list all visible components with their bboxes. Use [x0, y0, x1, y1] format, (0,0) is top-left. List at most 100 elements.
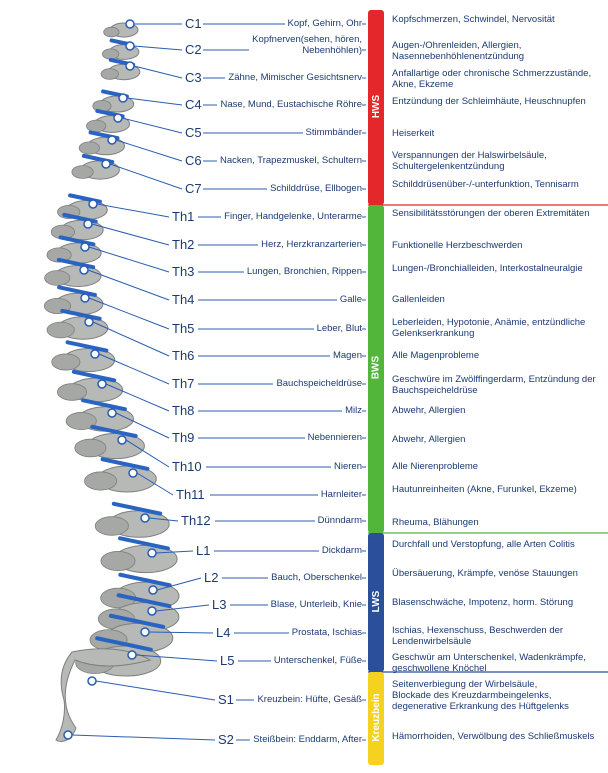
symptom-text: Funktionelle Herzbeschwerden	[392, 240, 523, 251]
vertebra-code: Th6	[172, 348, 195, 363]
leader-line	[148, 631, 214, 634]
vertebra-code: Th12	[181, 513, 211, 528]
vertebra-code: S1	[218, 692, 234, 707]
vertebra-marker	[118, 93, 128, 103]
symptom-text: Sensibilitätsstörungen der oberen Extrem…	[392, 208, 590, 219]
vertebra-code: Th8	[172, 403, 195, 418]
organ-label: Zähne, Mimischer Gesichtsnerv	[225, 72, 362, 83]
organ-label: Finger, Handgelenke, Unterarme	[221, 211, 362, 222]
vertebra-code: Th7	[172, 376, 195, 391]
leader-line	[115, 412, 170, 439]
symptom-text: Lungen-/Bronchialleiden, Interkostalneur…	[392, 263, 583, 274]
vertebra-body	[51, 347, 116, 373]
symptom-text: Verspannungen der Halswirbelsäule, Schul…	[392, 150, 547, 172]
leader-line	[92, 321, 170, 357]
vertebra-marker	[125, 41, 135, 51]
organ-label: Herz, Herzkranzarterien	[258, 239, 362, 250]
intervertebral-disc	[116, 593, 172, 609]
symptom-text: Entzündung der Schleimhäute, Heuschnupfe…	[392, 96, 586, 107]
organ-label: Nacken, Trapezmuskel, Schultern	[216, 155, 362, 166]
leader-line	[148, 517, 179, 522]
organ-label: Magen	[329, 350, 362, 361]
symptom-text: Hautunreinheiten (Akne, Furunkel, Ekzeme…	[392, 484, 577, 495]
vertebra-code: Th4	[172, 292, 195, 307]
vertebra-marker	[148, 585, 158, 595]
vertebra-marker	[125, 61, 135, 71]
vertebra-marker	[140, 627, 150, 637]
organ-label: Stimmbänder	[302, 127, 362, 138]
organ-label: Lungen, Bronchien, Rippen	[243, 266, 362, 277]
intervertebral-disc	[118, 572, 172, 588]
organ-label: Schilddrüse, Ellbogen	[267, 183, 362, 194]
intervertebral-disc	[111, 501, 163, 516]
organ-label: Nieren	[331, 461, 362, 472]
vertebra-code: L4	[216, 625, 231, 640]
leader-line	[91, 223, 170, 246]
vertebra-code: C4	[185, 97, 202, 112]
vertebra-marker	[147, 606, 157, 616]
vertebra-code: L2	[204, 570, 219, 585]
organ-label: Leber, Blut	[313, 323, 362, 334]
leader-line	[71, 734, 216, 741]
sacrum-shape	[55, 648, 152, 742]
section-bar-hws: HWS	[368, 10, 384, 205]
vertebra-code: C6	[185, 153, 202, 168]
vertebra-marker	[117, 435, 127, 445]
leader-line	[133, 45, 183, 51]
vertebra-marker	[125, 19, 135, 29]
symptom-text: Ischias, Hexenschuss, Beschwerden der Le…	[392, 625, 564, 647]
organ-label: Prostata, Ischias	[288, 627, 362, 638]
vertebra-marker	[113, 113, 123, 123]
symptom-text: Alle Magenprobleme	[392, 350, 480, 361]
leader-line	[88, 246, 170, 273]
intervertebral-disc	[81, 398, 127, 412]
vertebra-code: C5	[185, 125, 202, 140]
intervertebral-disc	[108, 613, 166, 629]
symptom-text: Blasenschwäche, Impotenz, horm. Störung	[392, 597, 574, 608]
symptom-text: Schilddrüsenüber-/-unterfunktion, Tennis…	[392, 179, 579, 190]
vertebra-code: L1	[196, 543, 211, 558]
symptom-text: Rheuma, Blähungen	[392, 517, 479, 528]
leader-line	[126, 97, 183, 106]
leader-line	[98, 353, 170, 385]
vertebra-code: L5	[220, 653, 235, 668]
vertebra-code: Th9	[172, 430, 195, 445]
leader-line	[115, 139, 183, 162]
leader-line	[96, 203, 170, 218]
vertebra-marker	[90, 349, 100, 359]
vertebra-code: Th2	[172, 237, 195, 252]
organ-label: Kopfnerven(sehen, hören, Nebenhöhlen)	[249, 34, 362, 56]
vertebra-marker	[128, 468, 138, 478]
leader-line	[95, 680, 216, 701]
vertebra-marker	[107, 135, 117, 145]
symptom-text: Abwehr, Allergien	[392, 434, 466, 445]
vertebra-marker	[88, 199, 98, 209]
vertebra-code: Th3	[172, 264, 195, 279]
intervertebral-disc	[100, 457, 150, 471]
symptom-text: Hämorrhoiden, Verwölbung des Schließmusk…	[392, 731, 595, 742]
vertebra-code: Th10	[172, 459, 202, 474]
symptom-text: Gallenleiden	[392, 294, 445, 305]
vertebra-body	[89, 622, 174, 654]
symptom-text: Kopfschmerzen, Schwindel, Nervosität	[392, 14, 555, 25]
symptom-text: Durchfall und Verstopfung, alle Arten Co…	[392, 539, 575, 550]
vertebra-code: C2	[185, 42, 202, 57]
vertebra-marker	[101, 159, 111, 169]
leader-line	[135, 654, 218, 662]
organ-label: Dickdarm	[318, 545, 362, 556]
vertebra-code: C1	[185, 16, 202, 31]
intervertebral-disc	[71, 369, 117, 383]
vertebra-marker	[147, 548, 157, 558]
symptom-text: Heiserkeit	[392, 128, 435, 139]
section-bar-kreuzbein: Kreuzbein	[368, 672, 384, 765]
vertebra-code: C3	[185, 70, 202, 85]
organ-label: Blase, Unterleib, Knie	[267, 599, 362, 610]
vertebra-body	[57, 377, 124, 403]
organ-label: Dünndarm	[314, 515, 362, 526]
vertebra-marker	[84, 317, 94, 327]
leader-line	[155, 550, 194, 554]
vertebra-body	[46, 242, 102, 264]
intervertebral-disc	[65, 340, 109, 353]
